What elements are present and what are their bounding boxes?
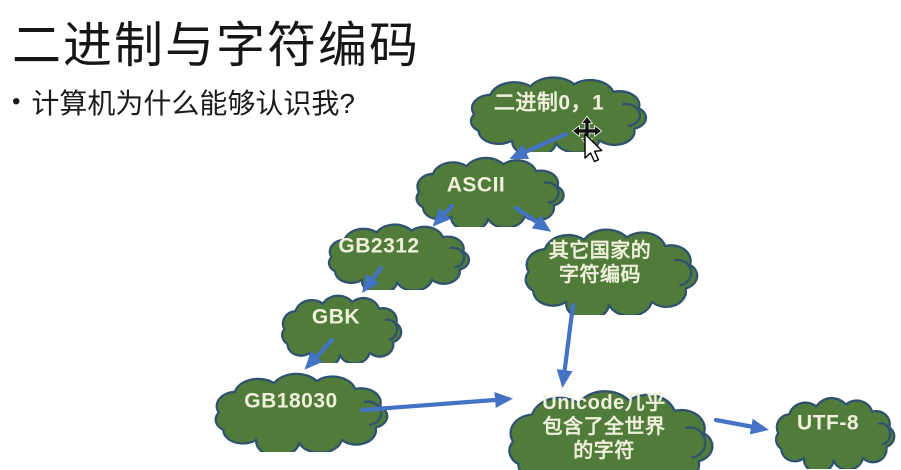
cloud-binary (469, 76, 648, 152)
node-label-utf8: UTF-8 (797, 411, 859, 435)
cloud-gb18030 (214, 372, 389, 452)
node-label-ascii: ASCII (446, 173, 506, 197)
arrow-other-unicode (556, 302, 576, 388)
arrow-ascii-other (513, 205, 552, 232)
bullet-text: 计算机为什么能够认识我? (31, 88, 355, 119)
node-label-gb2312: GB2312 (338, 234, 420, 258)
node-label-unicode: Unicode几乎 包含了全世界 的字符 (542, 392, 666, 462)
arrow-gb2312-gbk (361, 265, 384, 293)
bullet-marker: • (12, 88, 21, 115)
page-title: 二进制与字符编码 (12, 19, 421, 73)
arrow-binary-ascii (509, 131, 569, 160)
arrow-gbk-gb18030 (304, 337, 335, 370)
node-label-gb18030: GB18030 (244, 389, 338, 413)
node-label-gbk: GBK (311, 305, 361, 329)
pointer-cursor-icon (584, 133, 603, 163)
node-label-binary: 二进制0，1 (493, 91, 605, 115)
arrow-unicode-utf8 (713, 417, 769, 435)
arrow-ascii-gb2312 (432, 203, 455, 227)
bullet-item: • 计算机为什么能够认识我? (12, 82, 355, 122)
arrow-gb18030-unicode (359, 391, 513, 413)
node-label-other: 其它国家的 字符编码 (548, 240, 652, 286)
